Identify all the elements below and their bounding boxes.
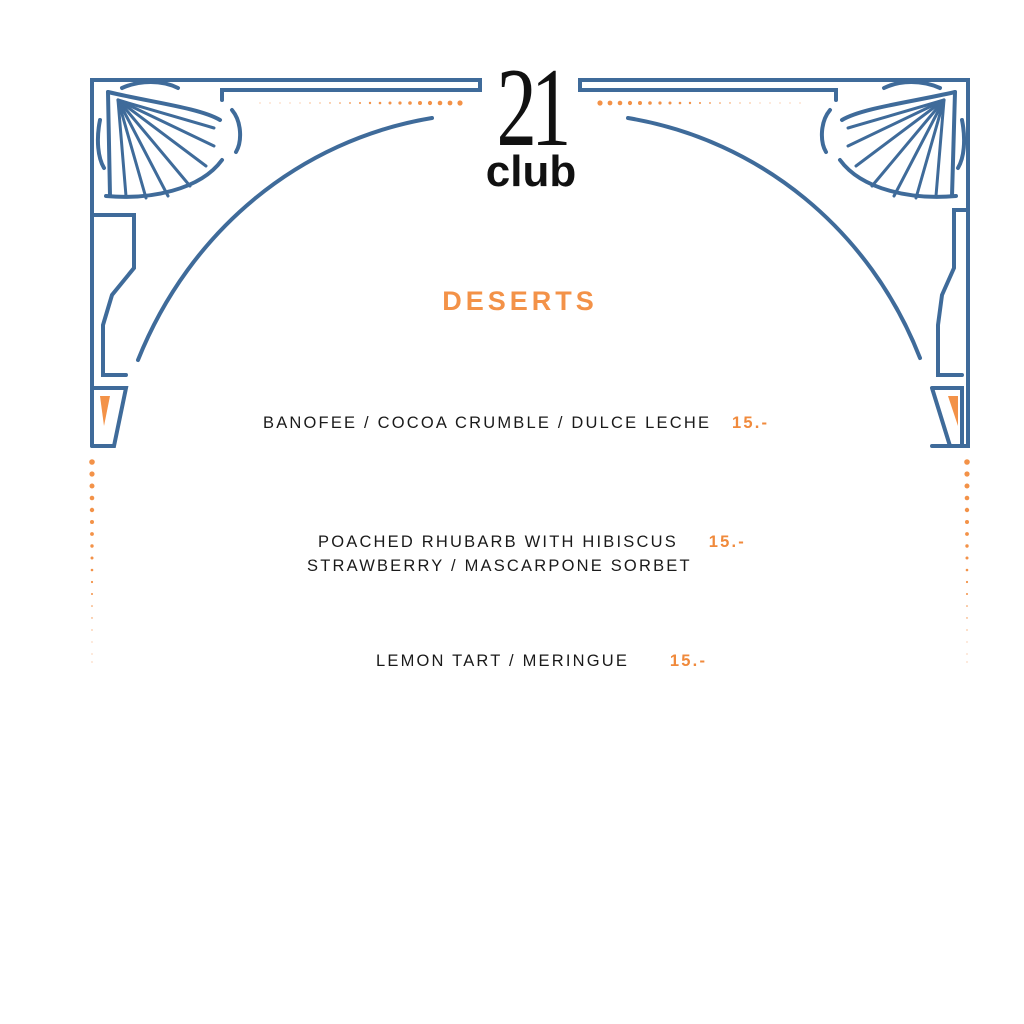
- logo-word: club: [485, 147, 577, 196]
- menu-item-price: 15.-: [731, 414, 770, 432]
- menu-item-name: LEMON TART / MERINGUE: [376, 652, 630, 670]
- menu-item-price: 15.-: [669, 652, 708, 670]
- club-logo: 21 club: [472, 46, 590, 196]
- logo-number: 21: [496, 46, 571, 170]
- menu-item: LEMON TART / MERINGUE 15.-: [376, 652, 707, 671]
- menu-item-name: POACHED RHUBARB WITH HIBISCUS: [318, 533, 678, 551]
- menu-item-price: 15.-: [708, 533, 746, 551]
- section-title: DESERTS: [442, 286, 598, 316]
- menu-item-name: BANOFEE / COCOA CRUMBLE / DULCE LECHE: [263, 414, 712, 432]
- menu-item-subline: STRAWBERRY / MASCARPONE SORBET: [307, 557, 692, 575]
- menu-item: BANOFEE / COCOA CRUMBLE / DULCE LECHE 15…: [263, 414, 769, 433]
- menu-item: POACHED RHUBARB WITH HIBISCUS 15.-: [318, 533, 746, 552]
